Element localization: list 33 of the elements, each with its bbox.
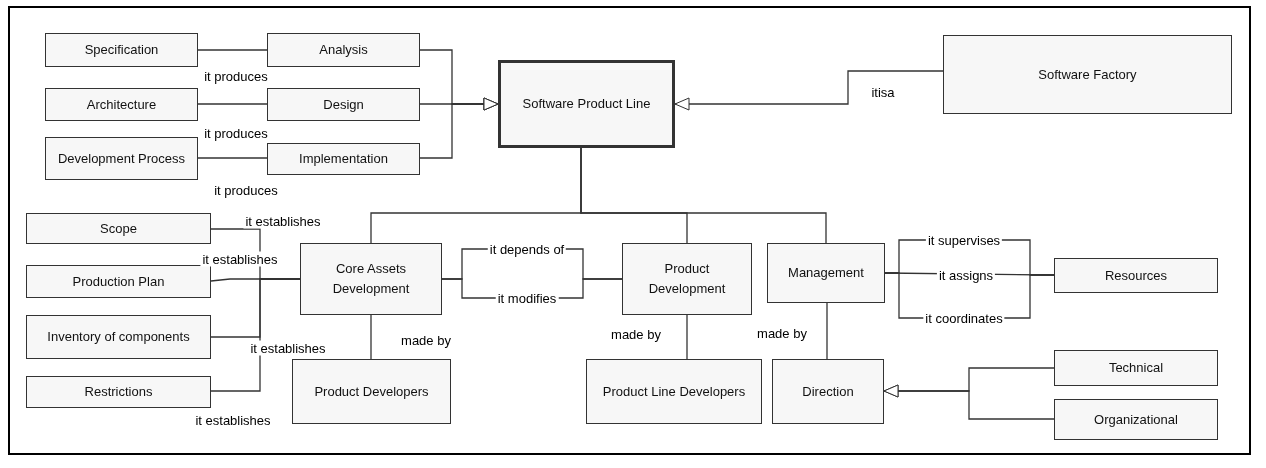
connector-line xyxy=(197,49,268,51)
concept-box: Production Plan xyxy=(26,265,211,298)
concept-box: Resources xyxy=(1054,258,1218,293)
concept-box: Analysis xyxy=(267,33,420,67)
connector-line xyxy=(826,302,828,360)
connector-line xyxy=(370,314,372,360)
concept-box: Inventory of components xyxy=(26,315,211,359)
concept-box: Restrictions xyxy=(26,376,211,408)
concept-box: Scope xyxy=(26,213,211,244)
connector-line xyxy=(197,103,268,105)
connector-line xyxy=(197,157,268,159)
concept-box: Technical xyxy=(1054,350,1218,386)
concept-box: Management xyxy=(767,243,885,303)
concept-box: Specification xyxy=(45,33,198,67)
concept-box: Product Development xyxy=(622,243,752,315)
concept-box: Software Factory xyxy=(943,35,1232,114)
concept-box: Product Developers xyxy=(292,359,451,424)
connector-line xyxy=(883,384,1055,420)
concept-box: Implementation xyxy=(267,143,420,175)
connector-line xyxy=(419,97,499,159)
connector-line xyxy=(686,314,688,360)
concept-box: Product Line Developers xyxy=(586,359,762,424)
edge-label: it establishes xyxy=(248,340,328,356)
concept-box: Core Assets Development xyxy=(300,243,442,315)
concept-box: Development Process xyxy=(45,137,198,180)
concept-box: Organizational xyxy=(1054,399,1218,440)
concept-box: Direction xyxy=(772,359,884,424)
edge-label: it establishes xyxy=(200,251,280,267)
connector-line xyxy=(674,70,944,111)
concept-box: Design xyxy=(267,88,420,121)
concept-box: Architecture xyxy=(45,88,198,121)
main-concept-box: Software Product Line xyxy=(498,60,675,148)
connector-line xyxy=(210,278,301,392)
